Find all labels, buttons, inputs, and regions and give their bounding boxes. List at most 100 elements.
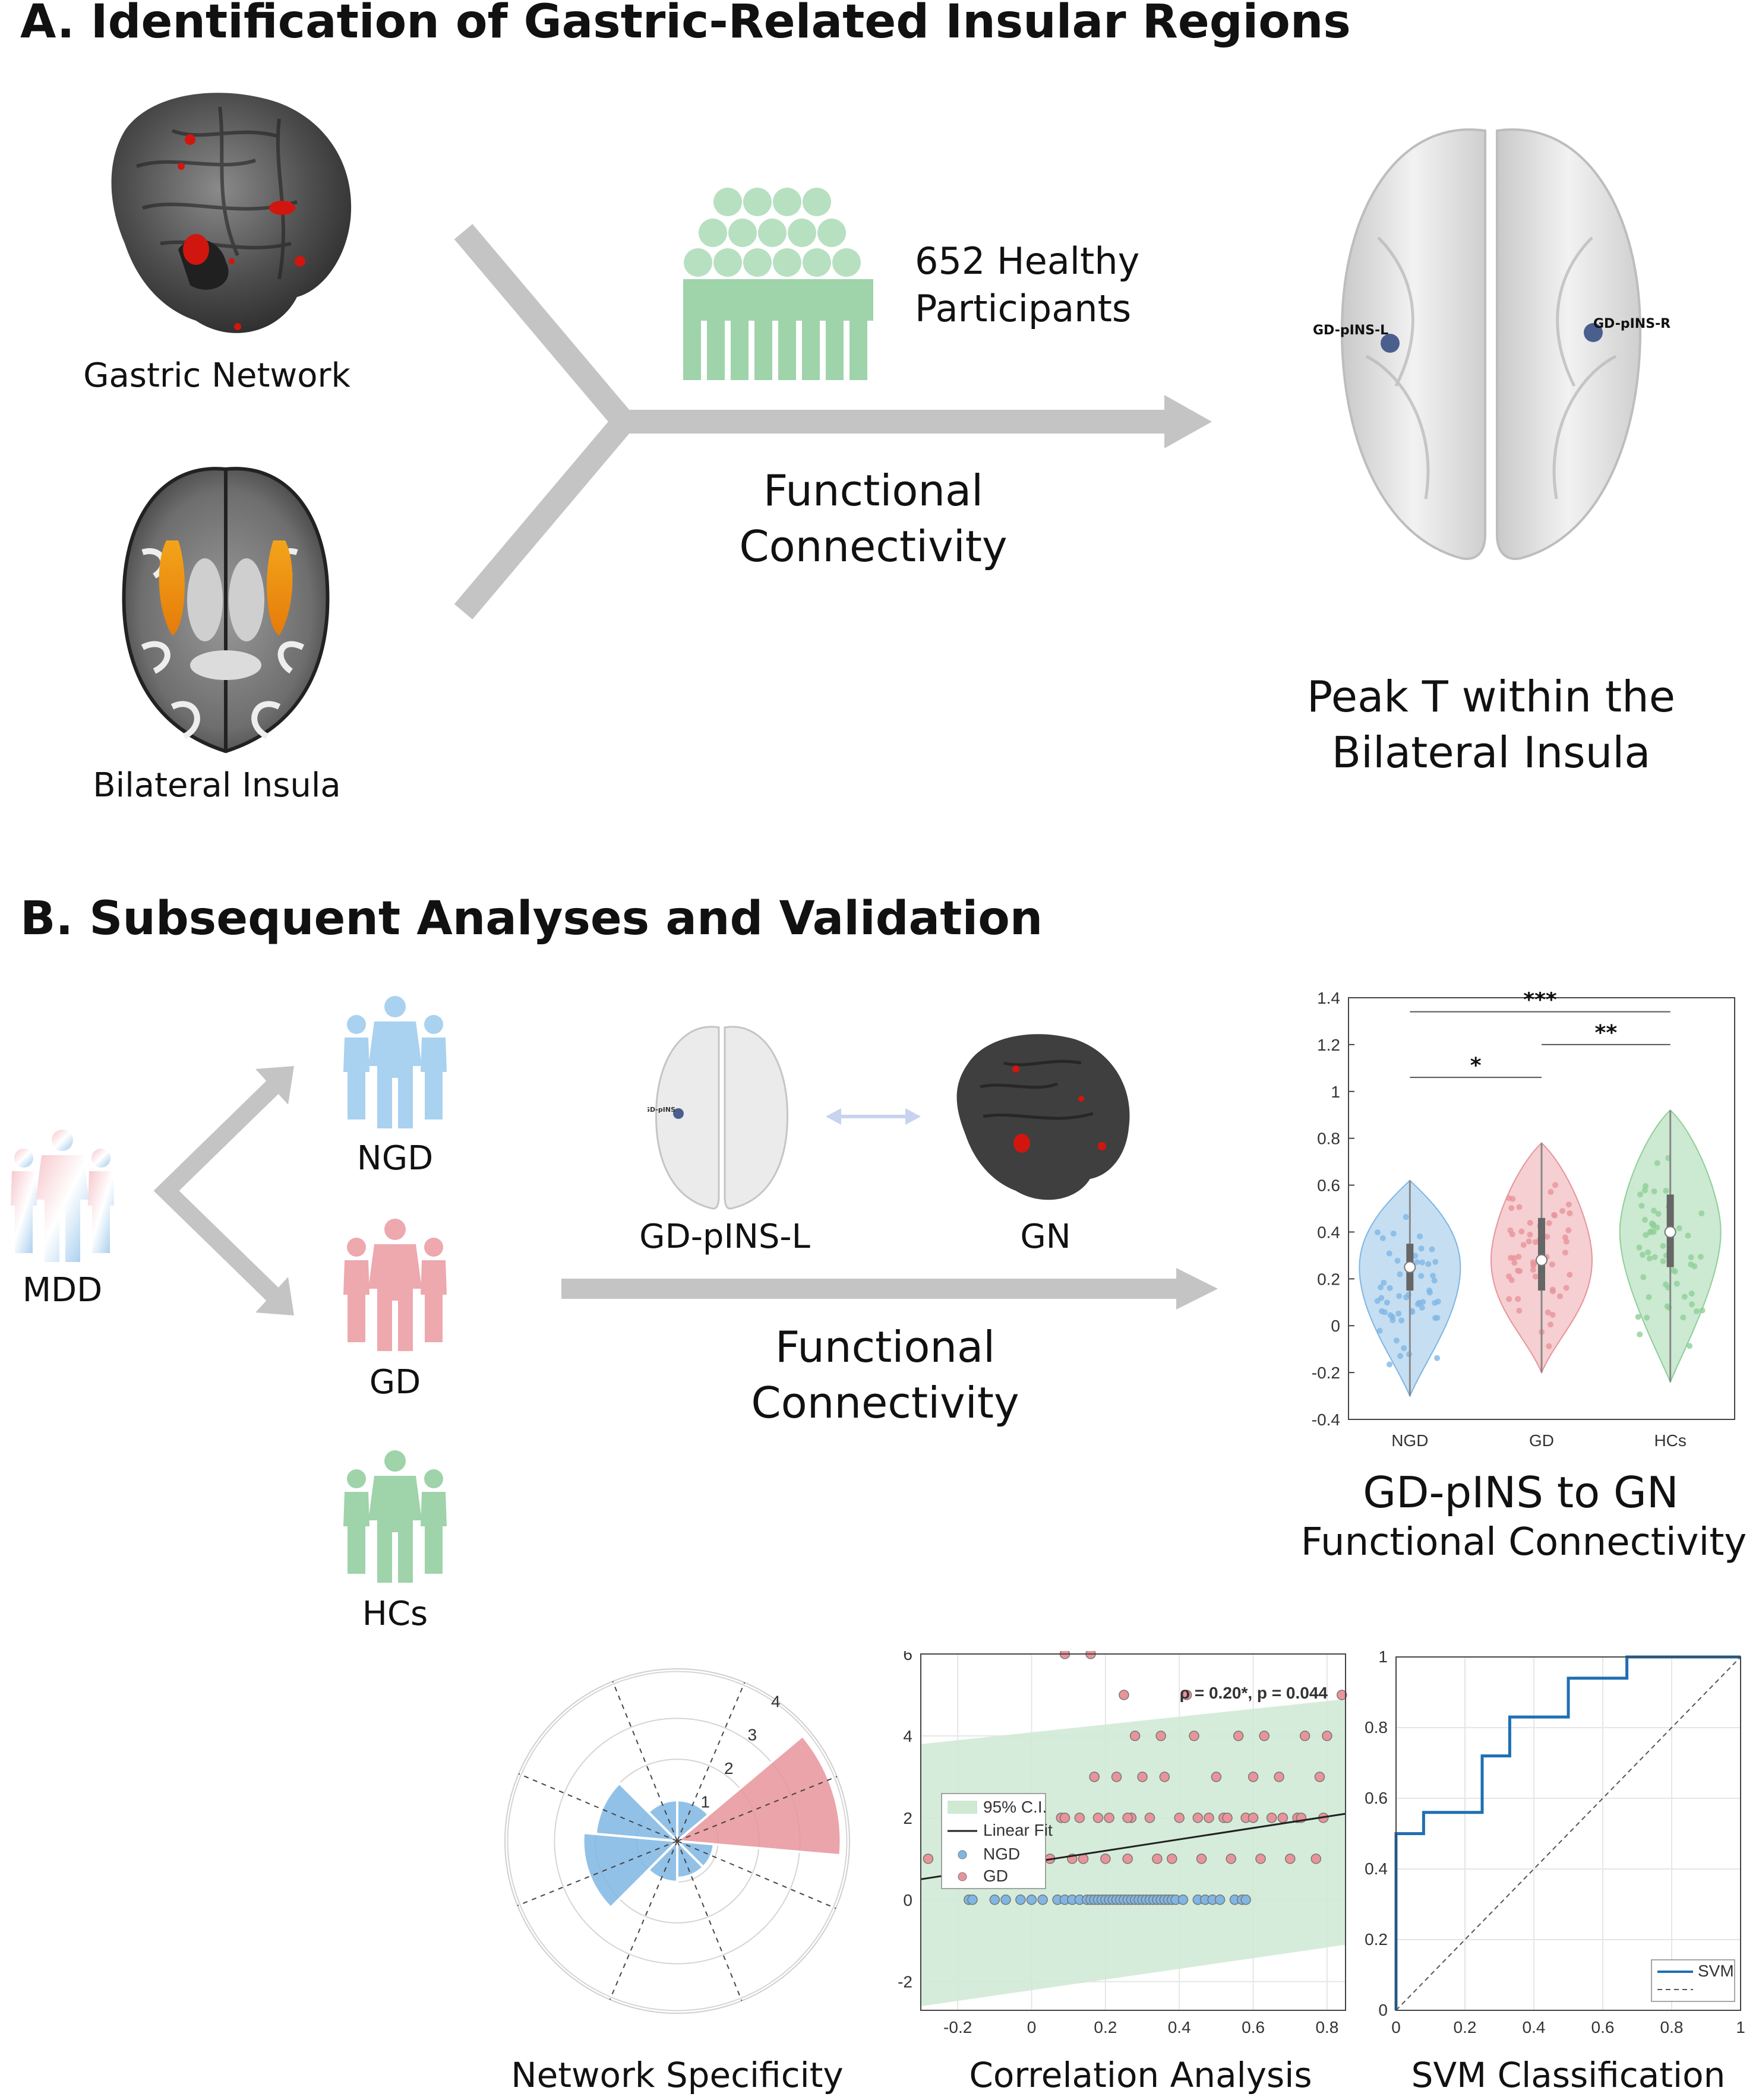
violin-point — [1435, 1298, 1441, 1305]
violin-point — [1548, 1321, 1554, 1328]
violin-point — [1663, 1188, 1669, 1194]
violin-ytick-label: 0.4 — [1317, 1223, 1340, 1241]
violin-point — [1527, 1219, 1533, 1226]
panel-b-arrow — [561, 1268, 1218, 1310]
roc-ytick-label: 0.2 — [1365, 1930, 1388, 1949]
ngd-group-icon — [343, 996, 447, 1128]
violin-point — [1567, 1272, 1573, 1278]
ngd-label: NGD — [356, 1139, 434, 1178]
violin-point — [1688, 1261, 1694, 1267]
panel-a-fc-line2: Connectivity — [739, 521, 1008, 571]
mdd-group-icon — [11, 1130, 114, 1262]
violin-point — [1507, 1227, 1514, 1234]
polar-spoke — [609, 1840, 678, 2000]
violin-point — [1414, 1301, 1421, 1307]
roi-right-label: GD-pINS-R — [1593, 317, 1670, 331]
polar-rtick-label: 3 — [748, 1726, 757, 1744]
panel-b-fc-line1: Functional — [775, 1322, 996, 1372]
violin-ytick-label: 0.6 — [1317, 1176, 1340, 1195]
roc-xtick-label: 0.6 — [1591, 2018, 1615, 2036]
violin-point — [1418, 1245, 1425, 1252]
violin-ytick-label: -0.4 — [1312, 1410, 1340, 1429]
scatter-point-gd — [1314, 1772, 1325, 1782]
scatter-point-ngd — [1015, 1895, 1026, 1905]
violin-point — [1419, 1259, 1426, 1266]
violin-point — [1382, 1309, 1388, 1315]
violin-point — [1637, 1191, 1644, 1198]
violin-axes-frame — [1348, 997, 1735, 1420]
scatter-axes-frame — [920, 1653, 1346, 2011]
roc-legend-label: SVM — [1698, 1962, 1734, 1980]
violin-point — [1412, 1253, 1419, 1259]
violin-point — [1636, 1244, 1643, 1251]
scatter-ytick-label: 4 — [903, 1727, 912, 1745]
violin-point — [1544, 1234, 1550, 1240]
violin-point — [1563, 1285, 1569, 1291]
scatter-point-gd — [1085, 1651, 1096, 1659]
violin-point — [1386, 1250, 1392, 1257]
scatter-xtick-label: 0.8 — [1315, 2018, 1338, 2036]
scatter-point-gd — [1159, 1772, 1170, 1782]
polar-spoke — [517, 1840, 678, 1906]
violin-point — [1401, 1345, 1407, 1352]
scatter-point-gd — [1074, 1813, 1085, 1823]
violin-point — [1651, 1254, 1658, 1260]
roc-xtick-label: 0.2 — [1454, 2018, 1477, 2036]
scatter-point-gd — [1277, 1813, 1289, 1823]
scatter-point-gd — [1119, 1690, 1129, 1700]
violin-point — [1429, 1246, 1435, 1253]
violin-xtick-label: NGD — [1391, 1431, 1428, 1450]
roi-left-label: GD-pINS-L — [1313, 323, 1388, 338]
violin-point — [1387, 1285, 1393, 1291]
scatter-ytick-label: 6 — [903, 1651, 912, 1663]
violin-point — [1430, 1272, 1436, 1279]
scatter-point-gd — [1122, 1854, 1133, 1864]
scatter-point-gd — [1092, 1813, 1104, 1823]
violin-point — [1508, 1277, 1515, 1283]
violin-point — [1650, 1207, 1657, 1214]
violin-point — [1680, 1314, 1687, 1321]
scatter-xtick-label: 0.6 — [1242, 2018, 1265, 2036]
violin-point — [1379, 1235, 1386, 1241]
scatter-point-gd — [1196, 1854, 1207, 1864]
legend-ngd-label: NGD — [983, 1845, 1020, 1863]
scatter-point-gd — [1255, 1854, 1266, 1864]
violin-title-line2: Functional Connectivity — [1300, 1520, 1747, 1564]
violin-point — [1417, 1233, 1423, 1239]
violin-point — [1377, 1284, 1384, 1291]
panel-a-heading: A. Identification of Gastric-Related Ins… — [20, 0, 1351, 49]
violin-point — [1389, 1317, 1396, 1324]
roc-ytick-label: 0 — [1378, 2001, 1388, 2019]
violin-point — [1515, 1254, 1522, 1260]
violin-point — [1563, 1238, 1569, 1245]
scatter-point-gd — [1155, 1731, 1166, 1741]
significance-label: *** — [1523, 992, 1557, 1013]
scatter-point-gd — [1189, 1731, 1199, 1741]
violin-point — [1552, 1182, 1558, 1188]
violin-point — [1545, 1309, 1551, 1315]
scatter-point-gd — [1299, 1731, 1310, 1741]
violin-point — [1374, 1229, 1381, 1236]
violin-xtick-label: GD — [1529, 1431, 1554, 1450]
violin-point — [1516, 1308, 1523, 1314]
violin-point — [1562, 1250, 1568, 1256]
violin-point — [1645, 1249, 1651, 1255]
violin-point — [1670, 1267, 1676, 1274]
scatter-xtick-label: 0 — [1027, 2018, 1037, 2036]
violin-point — [1549, 1288, 1556, 1295]
roc-xtick-label: 1 — [1736, 2018, 1745, 2036]
roi-left-marker — [1381, 334, 1400, 353]
scatter-point-gd — [1181, 1690, 1192, 1700]
violin-point — [1660, 1243, 1666, 1250]
violin-point — [1509, 1196, 1516, 1202]
violin-point — [1654, 1160, 1660, 1166]
scatter-point-ngd — [1240, 1895, 1251, 1905]
violin-point — [1685, 1232, 1691, 1239]
bidirectional-arrow — [826, 1108, 921, 1125]
violin-point — [1693, 1308, 1700, 1314]
roc-ytick-label: 0.8 — [1365, 1718, 1388, 1737]
scatter-point-gd — [1144, 1813, 1155, 1823]
violin-point — [1516, 1204, 1523, 1210]
violin-point — [1698, 1210, 1705, 1217]
legend-swatch-gd — [958, 1872, 967, 1881]
